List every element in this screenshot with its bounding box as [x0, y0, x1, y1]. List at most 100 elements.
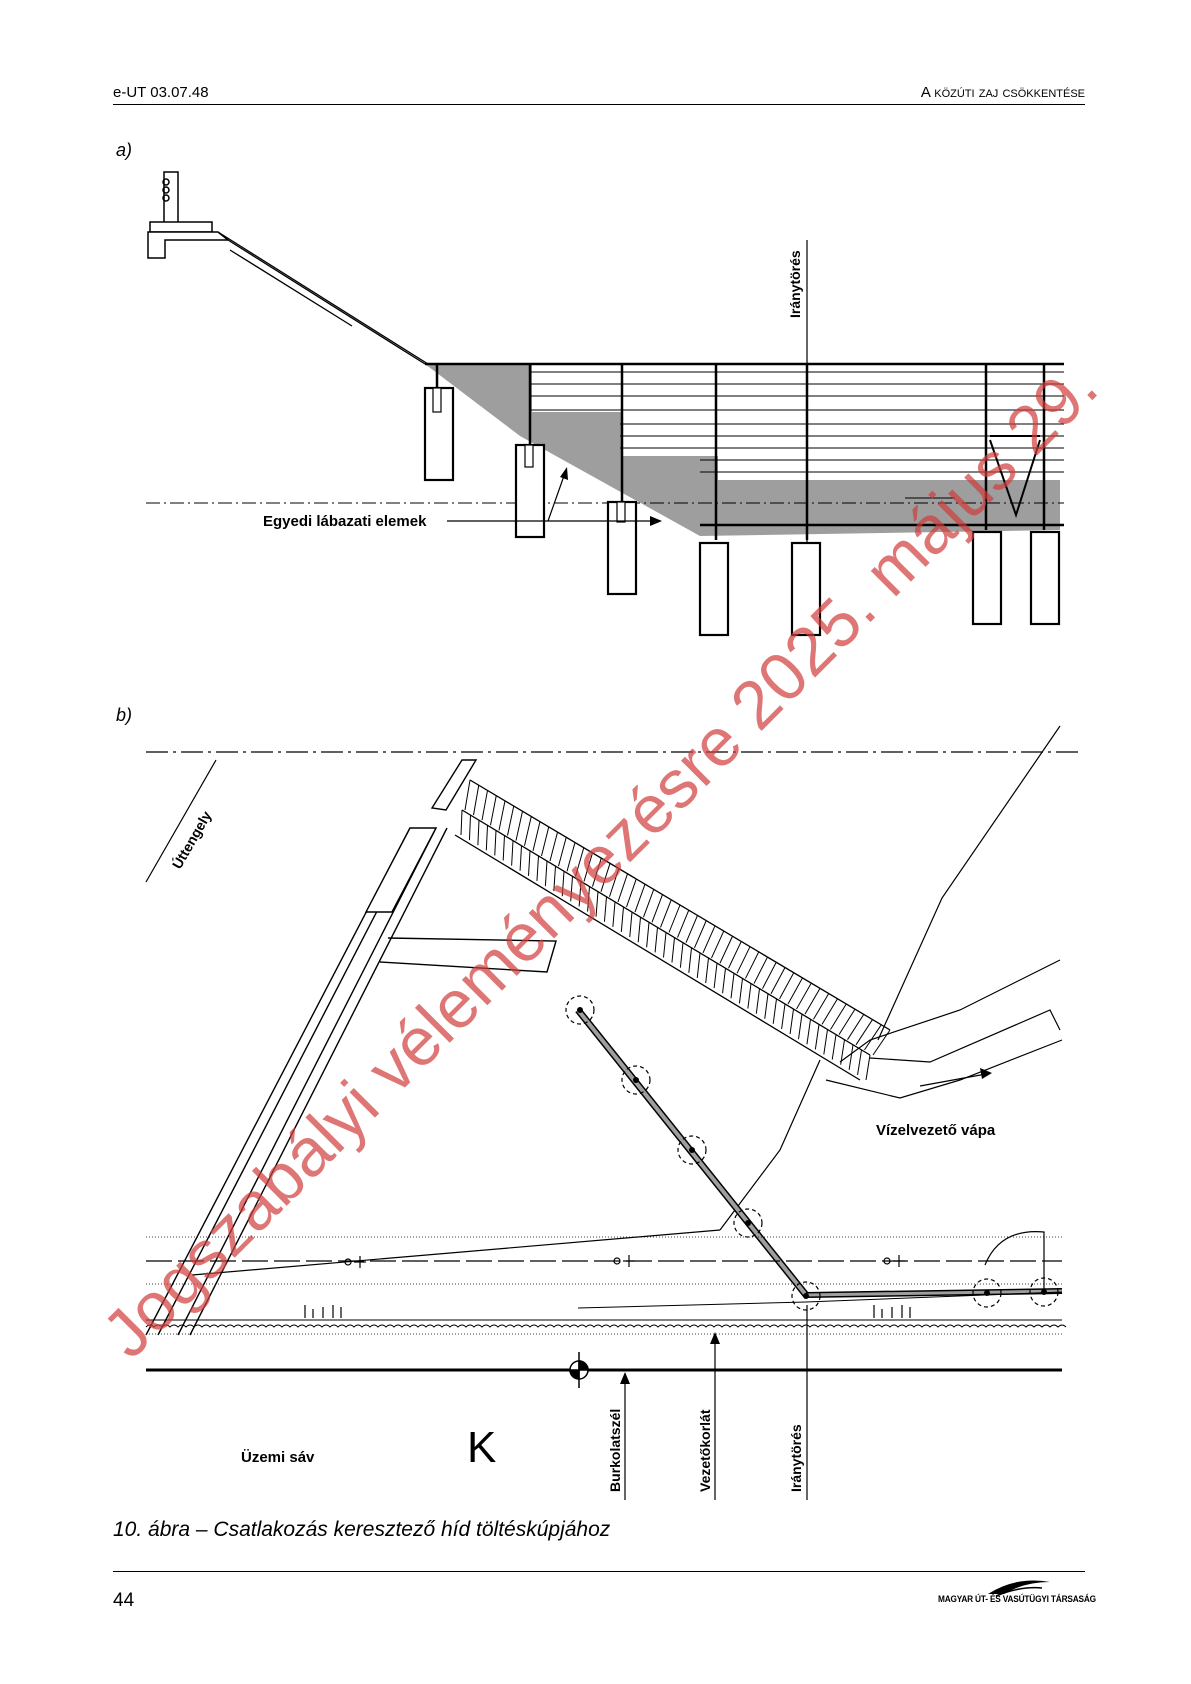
wing-wall [454, 779, 891, 1081]
road-axis-label: Úttengely [168, 808, 215, 872]
hatch-line [855, 1019, 873, 1046]
publisher-logo-icon [988, 1580, 1050, 1597]
hatch-line [464, 779, 471, 811]
hatch-line [553, 866, 556, 892]
hatch-line [814, 1024, 820, 1050]
hatch-line [494, 830, 497, 856]
hatch-line [677, 910, 690, 938]
hatch-line [651, 894, 663, 923]
hatch-line [694, 920, 707, 949]
hatch-line [787, 977, 803, 1005]
barrier-panels [425, 362, 1064, 527]
hatch-line [515, 811, 523, 841]
letter-mark: K [467, 1423, 496, 1472]
hatch-line [549, 831, 558, 862]
road-lines [145, 1236, 1067, 1372]
hatch-line [821, 998, 838, 1025]
hatch-line [524, 816, 532, 846]
hatch-line [502, 835, 505, 861]
hatch-line [753, 956, 768, 984]
hatch-line [804, 988, 821, 1015]
guardrail-label: Vezetőkorlát [697, 1409, 713, 1492]
hatch-line [561, 871, 565, 897]
hatch-line [762, 962, 777, 989]
footer-rule [113, 1571, 1085, 1572]
end-curve [984, 1231, 1045, 1292]
hatch-line [685, 915, 698, 943]
hatch-line [660, 899, 672, 928]
brace [989, 439, 1041, 519]
hatch-line [603, 896, 607, 922]
hatch-line [865, 1054, 871, 1081]
footing-arrows [447, 472, 655, 522]
footings [423, 386, 1061, 637]
hatch-line [600, 863, 611, 892]
hatch-line [629, 912, 633, 938]
post-markers [565, 995, 1059, 1311]
hatch-line [609, 868, 620, 897]
hatch-line [847, 1014, 865, 1040]
hatch-line [634, 883, 646, 913]
hatch-line [592, 857, 602, 887]
hatch-line [528, 850, 531, 876]
hatch-line [764, 993, 769, 1019]
hatch-line [587, 886, 590, 912]
hatch-line [823, 1029, 828, 1055]
hatch-line [728, 941, 742, 969]
hatch-line [490, 795, 497, 826]
drain-label: Vízelvezető vápa [876, 1122, 996, 1139]
hatch-line [671, 937, 675, 963]
hatch-line [770, 967, 786, 994]
hatch-line [796, 982, 812, 1010]
figure-b-plan-drawing: Úttengely Vízelvezető vápa [145, 725, 1082, 1500]
hatch-line [536, 855, 539, 881]
bottom-arrows [624, 1305, 808, 1500]
publisher-name: MAGYAR ÚT- ÉS VASÚTÜGYI TÁRSASÁG [938, 1594, 1096, 1604]
bottom-arrowheads [620, 1332, 720, 1384]
hatch-line [578, 881, 582, 907]
footings-label: Egyedi lábazati elemek [263, 513, 427, 530]
hatch-line [705, 957, 709, 984]
hatch-line [831, 1034, 837, 1060]
hatch-line [541, 826, 550, 857]
hatch-line [468, 815, 471, 841]
hatch-line [583, 852, 593, 882]
hatch-line [617, 873, 628, 903]
abutment-top [147, 171, 231, 259]
hatch-line [730, 973, 735, 999]
post-dots [577, 1007, 1047, 1299]
hatch-line [544, 861, 548, 887]
panel-label-b: b) [116, 705, 133, 725]
hatch-line [679, 942, 684, 968]
bridge-deck [145, 759, 557, 1336]
hatch-line [696, 952, 701, 978]
hatch-line [702, 925, 716, 954]
hatch-line [798, 1014, 803, 1040]
survey-point [569, 1352, 589, 1388]
kerb-ticks [304, 1305, 911, 1318]
direction-break-label-b: Iránytörés [788, 1424, 804, 1492]
wing-wall-hatching [460, 779, 891, 1081]
arrowheads-a [560, 467, 662, 526]
hatch-line [507, 805, 515, 836]
figure-caption: 10. ábra – Csatlakozás keresztező híd tö… [113, 1518, 611, 1541]
hatch-line [779, 972, 795, 1000]
hatch-line [857, 1049, 862, 1075]
hatch-line [781, 1003, 786, 1030]
hatch-line [570, 876, 573, 902]
hatch-line [722, 968, 726, 994]
hatch-line [813, 993, 830, 1020]
hatch-line [772, 998, 777, 1024]
hatch-line [713, 963, 718, 989]
drain-flow-arrow [919, 1073, 987, 1087]
barrier-line [575, 1007, 1063, 1298]
hatch-line [668, 904, 681, 933]
guardrail-wavy-line [145, 1324, 1067, 1328]
hatch-line [806, 1019, 811, 1045]
hatch-line [789, 1008, 794, 1035]
hatch-line [558, 837, 567, 867]
service-lane-label: Üzemi sáv [241, 1449, 315, 1466]
hatch-line [620, 906, 624, 933]
hatch-line [612, 901, 616, 927]
hatch-line [575, 847, 585, 877]
